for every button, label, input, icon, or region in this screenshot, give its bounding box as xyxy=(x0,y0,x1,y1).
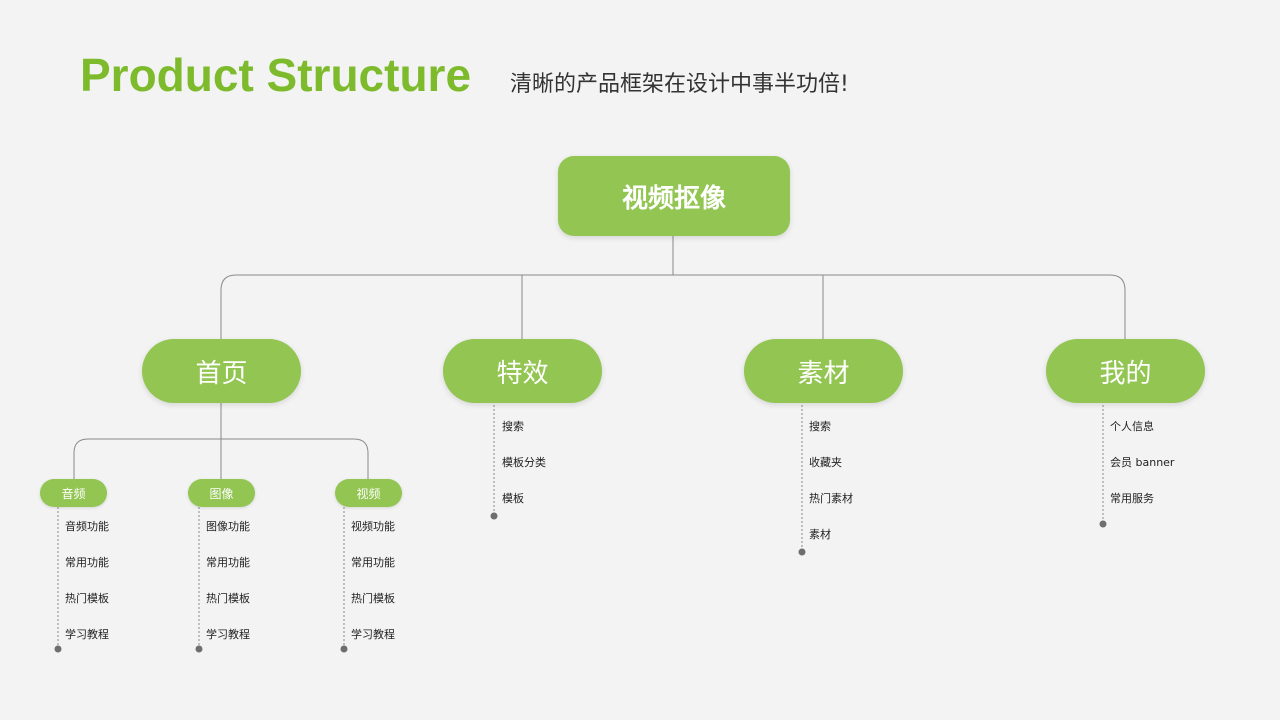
end-dot-audio xyxy=(54,645,62,653)
list-item-image-1: 图像功能 xyxy=(206,520,250,533)
list-item-image-3: 热门模板 xyxy=(206,592,250,605)
list-item-effects-3: 模板 xyxy=(502,492,524,505)
list-item-mine-2: 会员 banner xyxy=(1110,456,1175,469)
list-item-video-4: 学习教程 xyxy=(351,628,395,641)
list-item-audio-3: 热门模板 xyxy=(65,592,109,605)
end-dot-image xyxy=(195,645,203,653)
list-item-image-4: 学习教程 xyxy=(206,628,250,641)
end-dot-mine xyxy=(1099,520,1107,528)
page-title: Product Structure xyxy=(80,49,472,101)
root-node: 视频抠像 xyxy=(558,156,790,236)
list-item-video-3: 热门模板 xyxy=(351,592,395,605)
end-dot-effects xyxy=(490,512,498,520)
node-video: 视频 xyxy=(335,479,402,507)
node-audio: 音频 xyxy=(40,479,107,507)
list-item-materials-3: 热门素材 xyxy=(809,492,853,505)
end-dot-video xyxy=(340,645,348,653)
node-materials: 素材 xyxy=(744,339,903,403)
node-image: 图像 xyxy=(188,479,255,507)
list-item-video-1: 视频功能 xyxy=(351,520,395,533)
list-item-video-2: 常用功能 xyxy=(351,556,395,569)
list-item-materials-1: 搜索 xyxy=(809,420,831,433)
list-item-audio-2: 常用功能 xyxy=(65,556,109,569)
page-subtitle: 清晰的产品框架在设计中事半功倍! xyxy=(510,72,849,97)
node-effects: 特效 xyxy=(443,339,602,403)
list-item-effects-2: 模板分类 xyxy=(502,456,546,469)
list-item-image-2: 常用功能 xyxy=(206,556,250,569)
list-item-audio-4: 学习教程 xyxy=(65,628,109,641)
list-item-materials-2: 收藏夹 xyxy=(809,456,842,469)
end-dot-materials xyxy=(798,548,806,556)
list-item-mine-1: 个人信息 xyxy=(1110,420,1154,433)
node-mine: 我的 xyxy=(1046,339,1205,403)
list-item-audio-1: 音频功能 xyxy=(65,520,109,533)
list-item-mine-3: 常用服务 xyxy=(1110,492,1154,505)
level1-bus xyxy=(220,274,1126,339)
list-item-materials-4: 素材 xyxy=(809,528,831,541)
list-item-effects-1: 搜索 xyxy=(502,420,524,433)
node-home: 首页 xyxy=(142,339,301,403)
